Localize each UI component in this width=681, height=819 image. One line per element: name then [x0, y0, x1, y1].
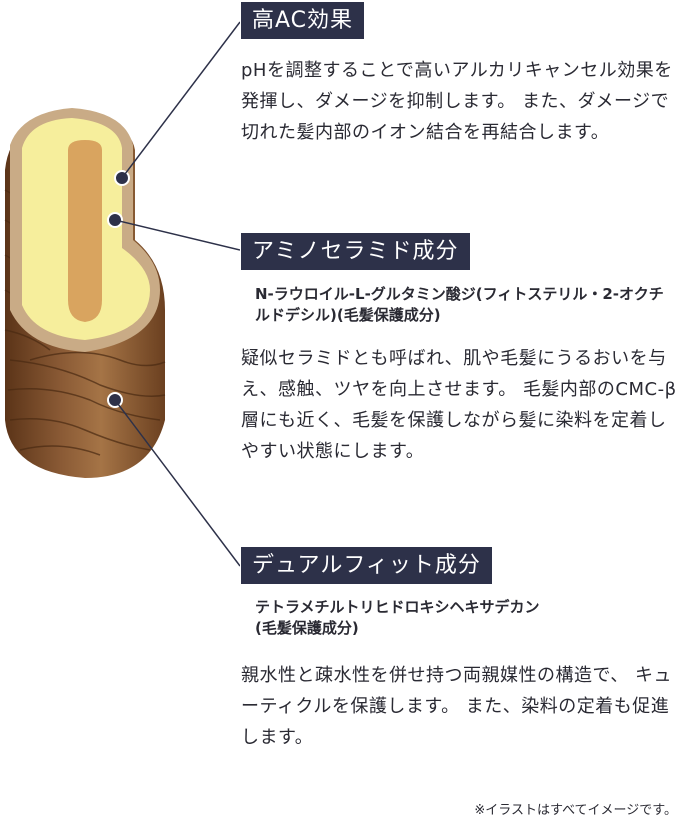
ingredient-amino-ceramide: N-ラウロイル-L-グルタミン酸ジ(フィトステリル・2-オクチルドデシル)(毛髪… — [255, 285, 664, 324]
ingredient-dual-fit: テトラメチルトリヒドロキシヘキサデカン (毛髪保護成分) — [255, 598, 540, 637]
hair-strand — [4, 108, 166, 478]
illustration-note: ※イラストはすべてイメージです。 — [474, 803, 677, 818]
medulla — [68, 140, 102, 322]
description-amino-ceramide: 疑似セラミドとも呼ばれ、肌や毛髪にうるおいを与え、感触、ツヤを向上させます。 毛… — [241, 348, 677, 462]
description-high-ac-effect: pHを調整することで高いアルカリキャンセル効果を発揮し、ダメージを抑制します。 … — [241, 60, 673, 143]
description-dual-fit: 親水性と疎水性を併せ持つ両親媒性の構造で、 キューティクルを保護します。 また、… — [241, 665, 672, 748]
label-dual-fit: デュアルフィット成分 — [241, 547, 492, 584]
label-amino-ceramide: アミノセラミド成分 — [241, 233, 470, 270]
label-high-ac-effect: 高AC効果 — [241, 2, 365, 39]
pointer-lines — [114, 21, 240, 567]
hair-cross-section-illustration — [4, 21, 240, 567]
